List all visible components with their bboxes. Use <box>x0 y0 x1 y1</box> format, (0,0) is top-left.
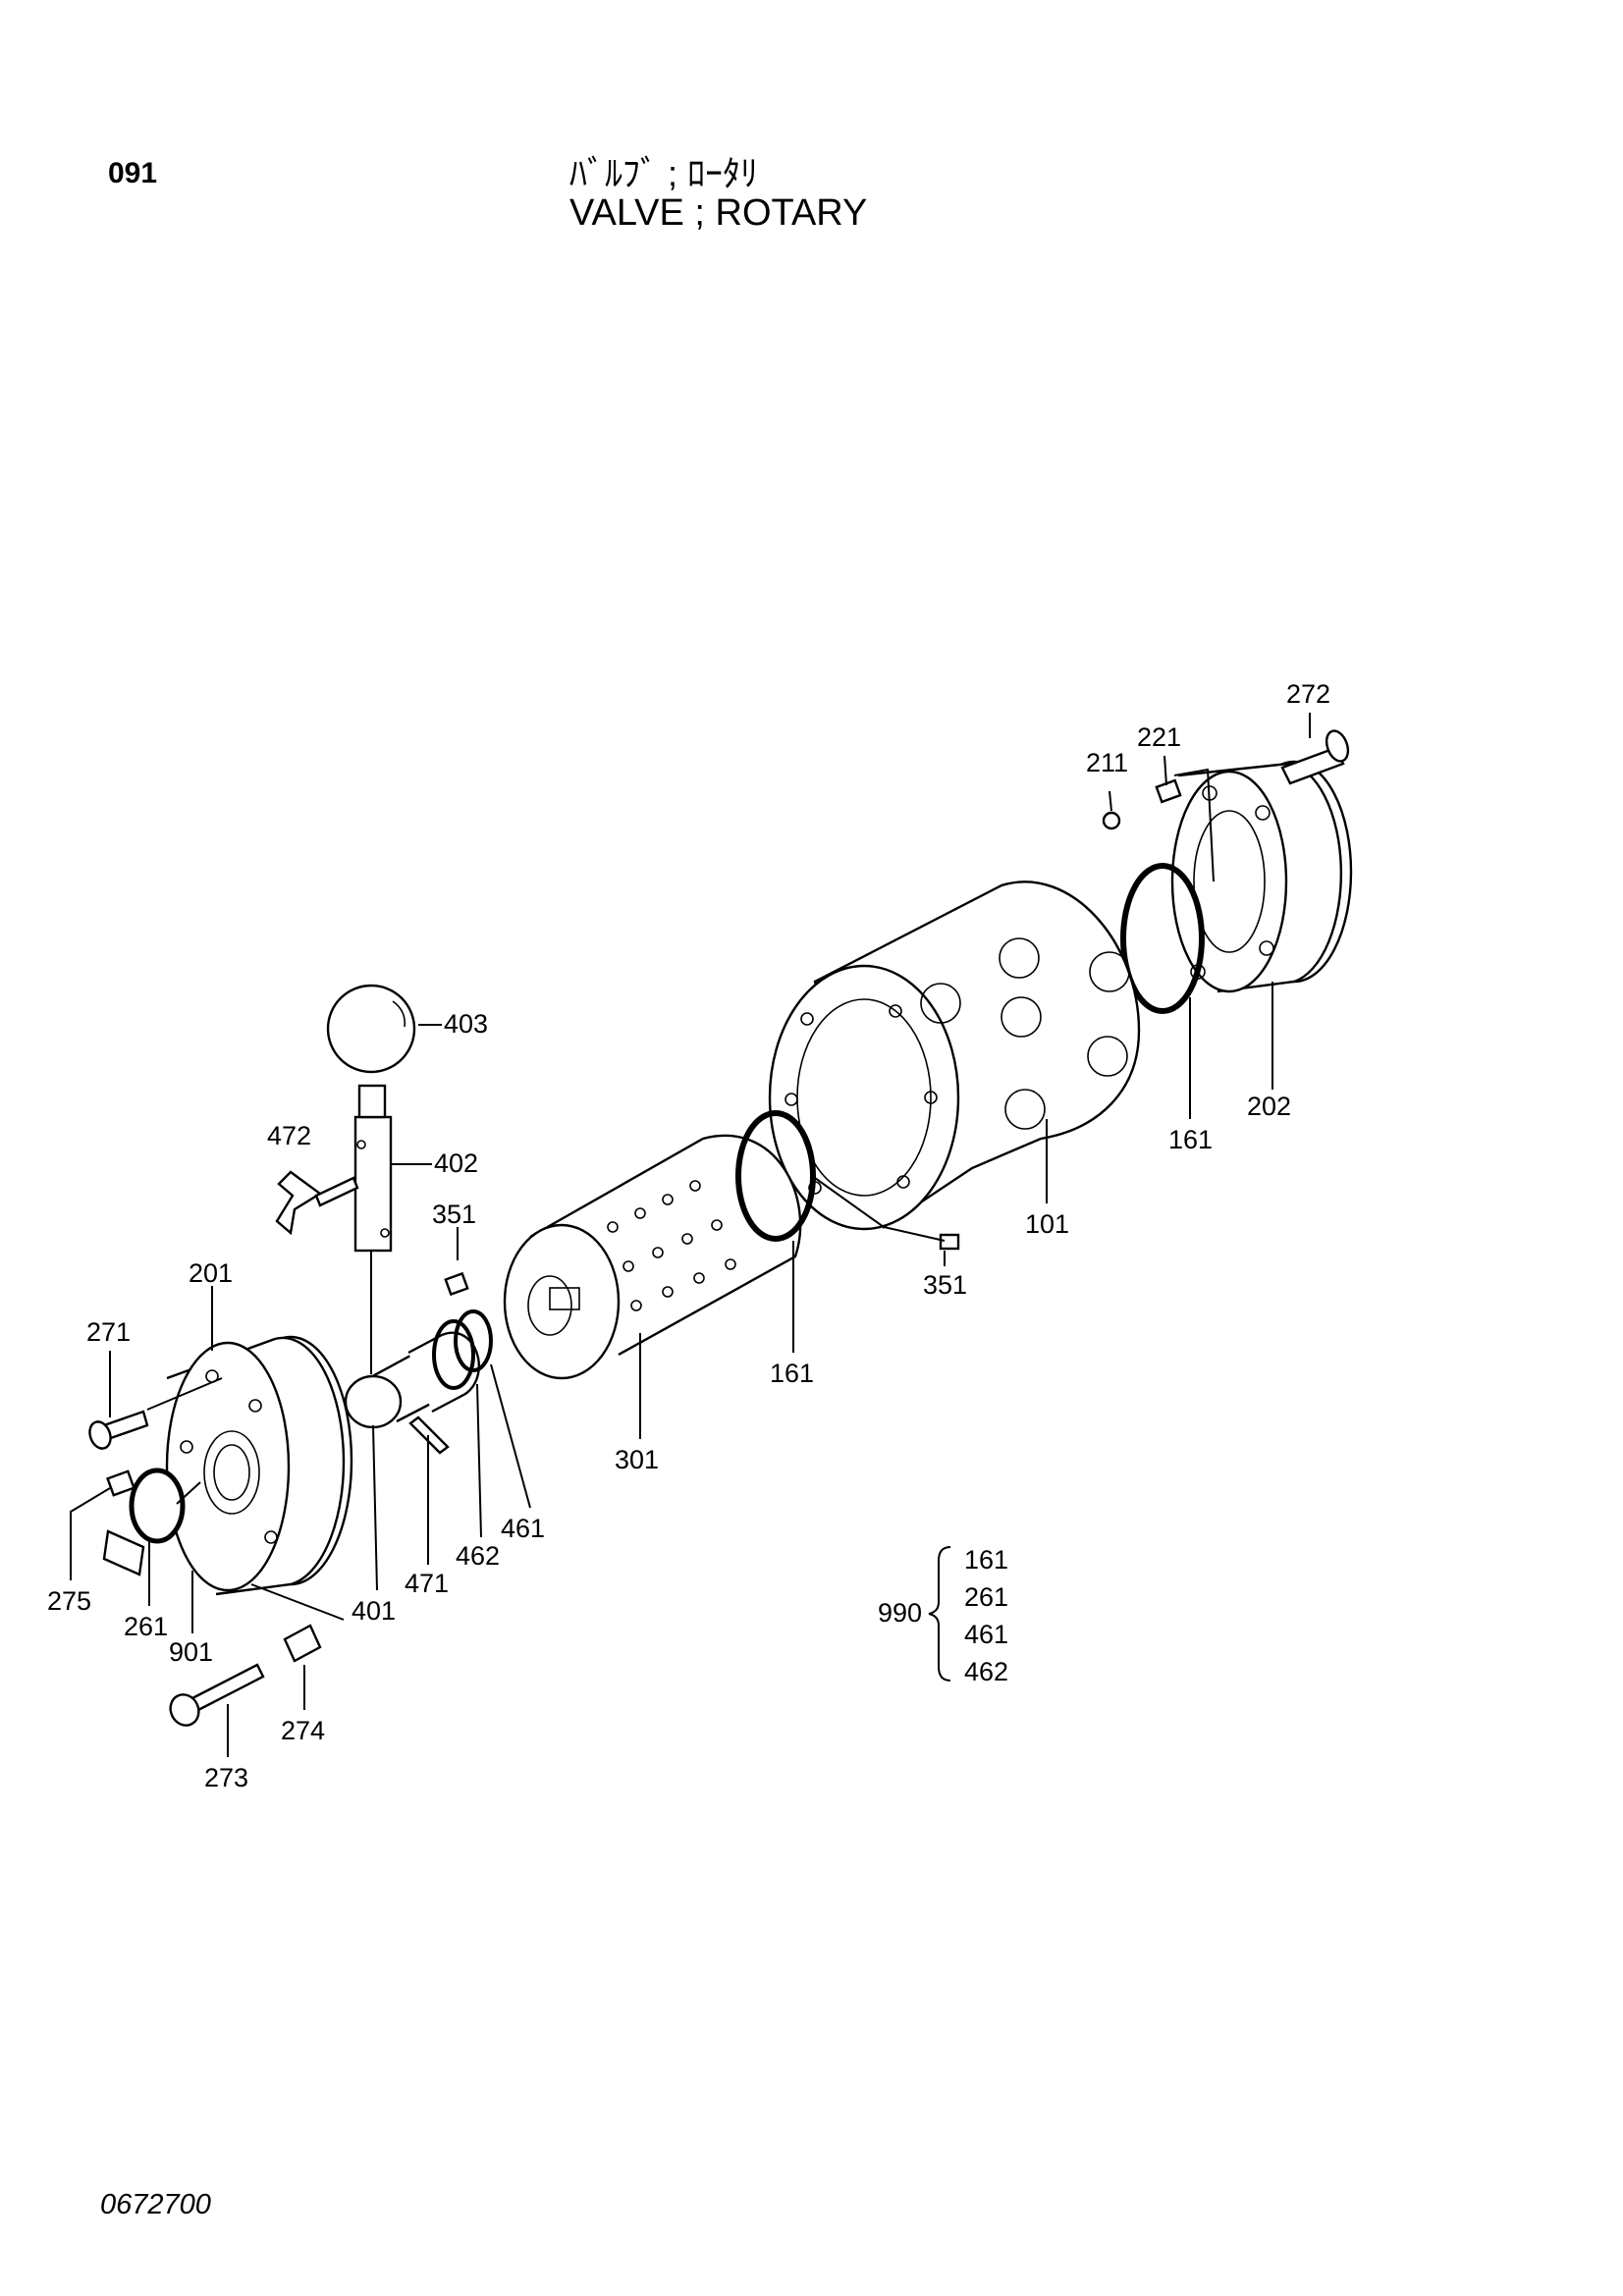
callout-402: 402 <box>434 1148 478 1178</box>
kit-label: 990 <box>878 1598 922 1628</box>
plate-901-drawing <box>102 1529 145 1576</box>
callout-901: 901 <box>169 1637 213 1667</box>
kit-item: 462 <box>964 1657 1008 1686</box>
callout-labels: 272 221 211 403 472 402 351 202 161 101 … <box>47 679 1330 1792</box>
document-number: 0672700 <box>100 2189 211 2220</box>
knob-403-drawing <box>326 984 416 1074</box>
callout-401: 401 <box>352 1596 396 1626</box>
kit-brace <box>928 1546 951 1682</box>
callout-351-left: 351 <box>432 1200 476 1229</box>
seal-261-drawing <box>129 1468 186 1544</box>
wing-screw-472-drawing <box>275 1170 359 1236</box>
sleeve-274-drawing <box>283 1624 322 1663</box>
callout-161-upper: 161 <box>1168 1125 1213 1154</box>
body-101-drawing <box>768 881 1141 1231</box>
callout-161-lower: 161 <box>770 1359 814 1388</box>
callout-274: 274 <box>281 1716 325 1745</box>
callout-272: 272 <box>1286 679 1330 709</box>
callout-301: 301 <box>615 1445 659 1474</box>
bolt-273-drawing <box>169 1663 265 1727</box>
o-ring-461-drawing <box>454 1309 493 1372</box>
bolt-272-drawing <box>1280 729 1350 785</box>
callout-221: 221 <box>1137 722 1181 752</box>
callout-351-right: 351 <box>923 1270 967 1300</box>
callout-471: 471 <box>405 1569 449 1598</box>
callout-462: 462 <box>456 1541 500 1571</box>
callout-261: 261 <box>124 1612 168 1641</box>
kit-item: 261 <box>964 1582 1008 1612</box>
page-code: 091 <box>108 157 158 189</box>
rod-402-drawing <box>353 1084 393 1253</box>
shaft-401-drawing <box>344 1331 480 1429</box>
o-ring-161-upper-drawing <box>1120 863 1205 1014</box>
ball-211-drawing <box>1102 811 1121 830</box>
cover-201-drawing <box>165 1335 353 1596</box>
callout-403: 403 <box>444 1009 488 1039</box>
kit-item: 161 <box>964 1545 1008 1575</box>
plug-275-drawing <box>106 1469 135 1497</box>
o-ring-161-lower-drawing <box>735 1110 816 1242</box>
callout-201: 201 <box>189 1258 233 1288</box>
spool-301-drawing <box>503 1134 802 1380</box>
callout-273: 273 <box>204 1763 248 1792</box>
callout-472: 472 <box>267 1121 311 1150</box>
title-japanese: ﾊﾞﾙﾌﾞ ; ﾛｰﾀﾘ <box>569 153 759 193</box>
leader-lines <box>70 713 1311 1757</box>
o-ring-462-drawing <box>432 1319 475 1390</box>
plug-351-left-drawing <box>444 1271 469 1297</box>
callout-211: 211 <box>1086 748 1128 777</box>
plug-221-drawing <box>1155 778 1182 804</box>
callout-271: 271 <box>86 1317 131 1347</box>
callout-101: 101 <box>1025 1209 1069 1239</box>
kit-item: 461 <box>964 1620 1008 1649</box>
bolt-271-drawing <box>88 1410 149 1450</box>
plug-351-right-drawing <box>939 1233 960 1251</box>
kit-990: 990 161 261 461 462 <box>878 1545 1008 1686</box>
title-english: VALVE ; ROTARY <box>569 192 868 234</box>
callout-461: 461 <box>501 1514 545 1543</box>
callout-202: 202 <box>1247 1092 1291 1121</box>
callout-275: 275 <box>47 1586 91 1616</box>
